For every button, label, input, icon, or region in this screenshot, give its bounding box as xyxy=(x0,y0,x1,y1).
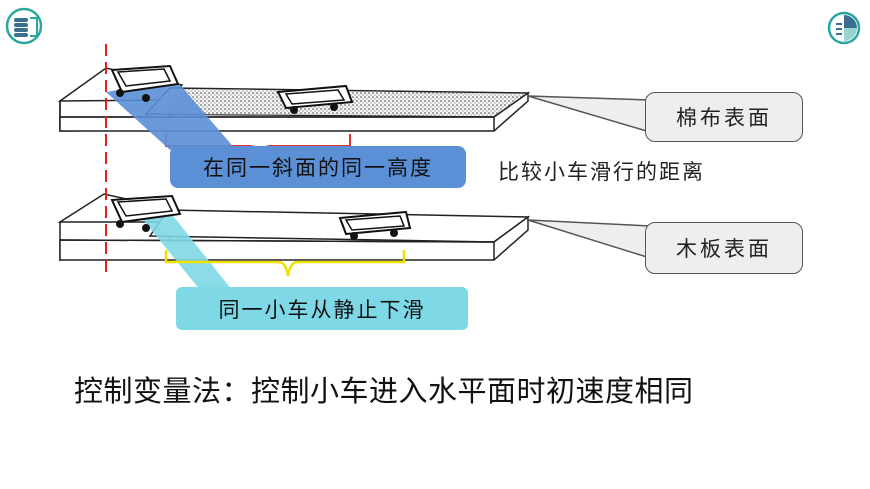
compare-distance-label: 比较小车滑行的距离 xyxy=(498,160,705,184)
cart-bottom-end xyxy=(338,210,412,240)
conclusion-text: 控制变量法：控制小车进入水平面时初速度相同 xyxy=(74,374,694,408)
same-cart-label: 同一小车从静止下滑 xyxy=(176,287,468,330)
yellow-brace xyxy=(164,250,406,277)
cart-top-start xyxy=(110,64,180,102)
cart-bottom-start xyxy=(110,194,182,232)
cotton-surface-callout: 棉布表面 xyxy=(645,92,803,142)
wood-surface-callout: 木板表面 xyxy=(645,222,803,274)
same-height-label: 在同一斜面的同一高度 xyxy=(170,146,466,188)
pie-chart-icon xyxy=(827,11,861,45)
cart-top-end xyxy=(276,84,354,114)
coin-stack-icon xyxy=(5,7,43,45)
